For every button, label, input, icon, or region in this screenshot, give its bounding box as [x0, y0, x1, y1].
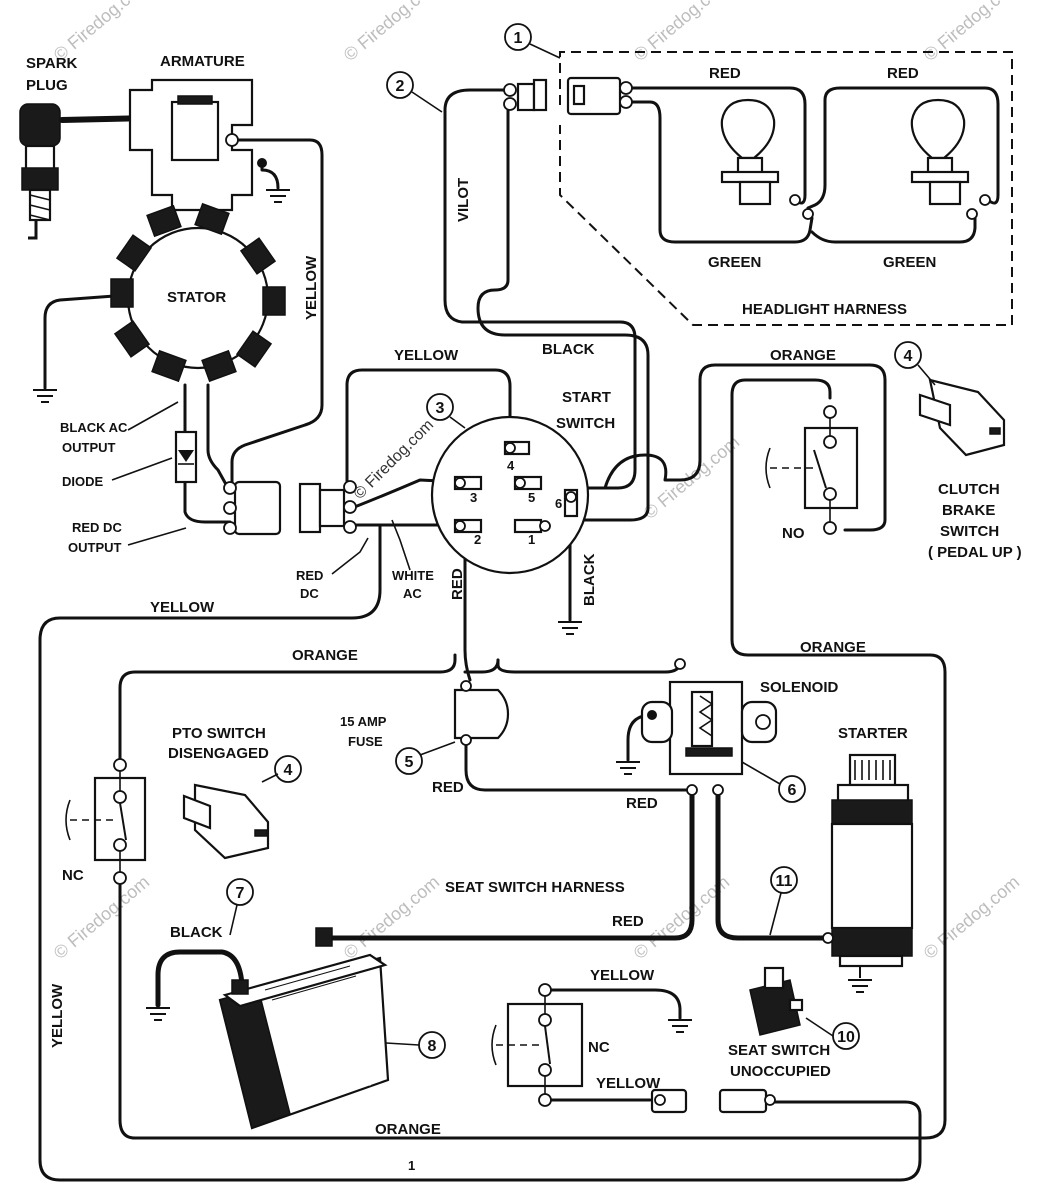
wire-label: RED	[709, 65, 741, 82]
stator-label: STATOR	[167, 289, 226, 306]
stator-connector	[223, 480, 357, 536]
wire-label: YELLOW	[394, 347, 459, 364]
nc-label: NC	[588, 1039, 610, 1056]
wire-label: YELLOW	[596, 1075, 661, 1092]
spark-plug	[19, 103, 61, 240]
ground-symbol-icon	[33, 189, 872, 1033]
seat-switch-schematic	[491, 983, 584, 1107]
battery	[218, 927, 390, 1130]
wire-label: ORANGE	[770, 347, 836, 364]
headlight-bulb	[720, 98, 814, 220]
wire-label: RED	[626, 795, 658, 812]
seat-switch-picture	[749, 966, 804, 1036]
start-switch	[430, 415, 590, 575]
starter-label: STARTER	[838, 725, 908, 742]
diode	[174, 430, 198, 484]
seat-switch-connector	[650, 1088, 776, 1114]
callout-1: 1	[514, 30, 523, 47]
wire-label: BLACK	[542, 341, 595, 358]
pto-switch-picture	[182, 783, 270, 860]
terminal-5: 5	[528, 490, 535, 505]
headlight-connector	[503, 76, 633, 116]
solenoid-label: SOLENOID	[760, 679, 839, 696]
battery-minus-icon: −	[288, 1063, 305, 1087]
fuse	[453, 680, 510, 746]
clutch-switch-schematic	[765, 405, 859, 535]
wire-label: GREEN	[883, 254, 936, 271]
leader-lines	[111, 401, 411, 575]
stator	[110, 202, 286, 383]
watermark-text: © Firedog.com	[630, 0, 733, 65]
callout-7: 7	[236, 885, 245, 902]
callout-6: 6	[788, 782, 797, 799]
armature-label: ARMATURE	[160, 53, 245, 70]
callout-4: 4	[904, 348, 913, 365]
solenoid	[640, 658, 778, 796]
wire-label: RED	[887, 65, 919, 82]
callout-circles	[226, 23, 936, 1059]
wire-label: RED	[612, 913, 644, 930]
watermark-text: © Firedog.com	[920, 0, 1023, 65]
wire-label: ORANGE	[292, 647, 358, 664]
callout-8: 8	[428, 1038, 437, 1055]
terminal-2: 2	[474, 532, 481, 547]
wire-label: RED	[449, 568, 466, 600]
wire-label: GREEN	[708, 254, 761, 271]
battery-plus-icon: +	[368, 1007, 385, 1031]
wire-label: BLACK	[581, 553, 598, 606]
watermark-text: © Firedog.com	[50, 872, 153, 963]
watermark-text: © Firedog.com	[340, 872, 443, 963]
callout-5: 5	[405, 754, 414, 771]
wire-label: ORANGE	[375, 1121, 441, 1138]
wire-labels: RED RED GREEN GREEN VILOT YELLOW YELLOW …	[49, 65, 936, 1173]
callout-3: 3	[436, 400, 445, 417]
armature	[128, 78, 267, 212]
wire-label: BLACK	[170, 924, 223, 941]
wire-label: RED	[432, 779, 464, 796]
clutch-brake-switch-picture	[918, 378, 1006, 457]
watermark-text: © Firedog.com	[340, 0, 443, 65]
nc-label: NC	[62, 867, 84, 884]
watermark-text: © Firedog.com	[920, 872, 1023, 963]
diode-label: DIODE	[62, 474, 104, 489]
callout-2: 2	[396, 78, 405, 95]
callout-4: 4	[284, 762, 293, 779]
terminal-4: 4	[507, 458, 515, 473]
no-label: NO	[782, 525, 805, 542]
headlight-bulb	[910, 98, 991, 220]
wire-label: ORANGE	[800, 639, 866, 656]
starter	[822, 753, 914, 968]
terminal-1: 1	[528, 532, 535, 547]
wire-label: YELLOW	[303, 255, 320, 320]
pto-switch-schematic	[65, 758, 147, 885]
seat-switch-harness-label: SEAT SWITCH HARNESS	[445, 879, 625, 896]
wire-label: YELLOW	[150, 599, 215, 616]
wire-label: YELLOW	[49, 983, 66, 1048]
terminal-6: 6	[555, 496, 562, 511]
wires	[38, 51, 1013, 1182]
wire-label: YELLOW	[590, 967, 655, 984]
callout-11: 11	[776, 873, 793, 890]
wire-label: VILOT	[455, 178, 472, 222]
terminal-3: 3	[470, 490, 477, 505]
callout-10: 10	[837, 1029, 855, 1046]
headlight-harness-label: HEADLIGHT HARNESS	[742, 301, 907, 318]
footer-mark: 1	[408, 1158, 415, 1173]
